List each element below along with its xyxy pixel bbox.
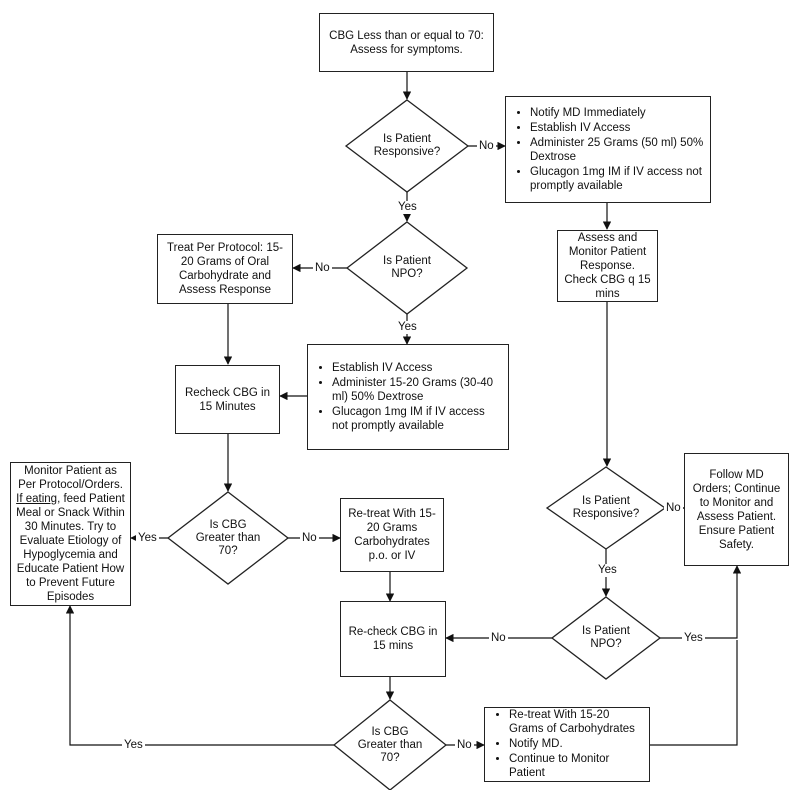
list-item: Establish IV Access: [530, 121, 704, 135]
recheck-mins-text: Re-check CBG in 15 mins: [348, 626, 438, 652]
retreat-text: Re-treat With 15-20 Grams Carbohydrates …: [348, 508, 436, 562]
label-yes: Yes: [122, 739, 145, 752]
list-item: Establish IV Access: [332, 361, 502, 375]
label-no: No: [313, 262, 332, 275]
start-text: CBG Less than or equal to 70: Assess for…: [329, 29, 484, 56]
monitor-protocol-text: Monitor Patient as Per Protocol/Orders. …: [15, 464, 126, 604]
list-item: Glucagon 1mg IM if IV access not promptl…: [332, 405, 502, 433]
follow-md-box: Follow MD Orders; Continue to Monitor an…: [684, 453, 789, 566]
decision-text-npo-1: Is Patient NPO?: [383, 255, 431, 280]
list-item: Notify MD.: [509, 737, 643, 751]
label-no: No: [489, 632, 508, 645]
decision-text-responsive-2: Is Patient Responsive?: [572, 495, 640, 520]
label-no: No: [300, 532, 319, 545]
treat-protocol-text: Treat Per Protocol: 15-20 Grams of Oral …: [167, 242, 283, 296]
list-item: Continue to Monitor Patient: [509, 752, 643, 780]
label-yes: Yes: [396, 201, 419, 214]
decision-text-cbg-1: Is CBG Greater than 70?: [195, 518, 261, 557]
list-item: Notify MD Immediately: [530, 106, 704, 120]
iv-access-box: Establish IV Access Administer 15-20 Gra…: [307, 344, 509, 450]
decision-diamond-npo-2: [550, 596, 662, 680]
monitor-text-part: Monitor Patient as Per Protocol/Orders.: [18, 465, 123, 491]
decision-diamond-cbg-2: [332, 699, 448, 790]
decision-text-npo-2: Is Patient NPO?: [582, 625, 630, 650]
label-yes: Yes: [136, 532, 159, 545]
label-yes: Yes: [396, 321, 419, 334]
connector: [650, 640, 738, 746]
connector: [660, 565, 742, 639]
list-item: Glucagon 1mg IM if IV access not promptl…: [530, 165, 704, 193]
if-eating-underlined: If eating: [16, 493, 58, 505]
recheck-mins-box: Re-check CBG in 15 mins: [340, 601, 446, 677]
notify-md-box: Notify MD Immediately Establish IV Acces…: [505, 96, 711, 203]
recheck-15-text: Recheck CBG in 15 Minutes: [184, 386, 270, 413]
iv-access-list: Establish IV Access Administer 15-20 Gra…: [314, 361, 502, 434]
list-item: Administer 25 Grams (50 ml) 50% Dextrose: [530, 136, 704, 164]
monitor-text-part: , feed Patient Meal or Snack Within 30 M…: [16, 493, 125, 603]
list-item: Administer 15-20 Grams (30-40 ml) 50% De…: [332, 376, 502, 404]
label-no: No: [664, 502, 683, 515]
follow-md-text: Follow MD Orders; Continue to Monitor an…: [692, 468, 781, 551]
assess-monitor-text: Assess and Monitor Patient Response. Che…: [564, 232, 651, 300]
notify-md-list: Notify MD Immediately Establish IV Acces…: [512, 106, 704, 194]
connector: [65, 605, 334, 746]
assess-monitor-box: Assess and Monitor Patient Response. Che…: [557, 230, 658, 302]
decision-text-responsive-1: Is Patient Responsive?: [373, 133, 441, 158]
start-box: CBG Less than or equal to 70: Assess for…: [319, 13, 494, 72]
label-no: No: [477, 140, 496, 153]
treat-protocol-box: Treat Per Protocol: 15-20 Grams of Oral …: [157, 234, 293, 304]
label-yes: Yes: [596, 564, 619, 577]
label-no: No: [455, 739, 474, 752]
decision-diamond-cbg-1: [166, 491, 290, 585]
decision-text-cbg-2: Is CBG Greater than 70?: [357, 725, 423, 764]
list-item: Re-treat With 15-20 Grams of Carbohydrat…: [509, 708, 643, 736]
recheck-15-box: Recheck CBG in 15 Minutes: [175, 365, 280, 434]
final-retreat-list: Re-treat With 15-20 Grams of Carbohydrat…: [491, 708, 643, 781]
final-retreat-box: Re-treat With 15-20 Grams of Carbohydrat…: [484, 707, 650, 782]
label-yes: Yes: [682, 632, 705, 645]
monitor-protocol-box: Monitor Patient as Per Protocol/Orders. …: [10, 462, 131, 606]
retreat-box: Re-treat With 15-20 Grams Carbohydrates …: [340, 498, 444, 572]
